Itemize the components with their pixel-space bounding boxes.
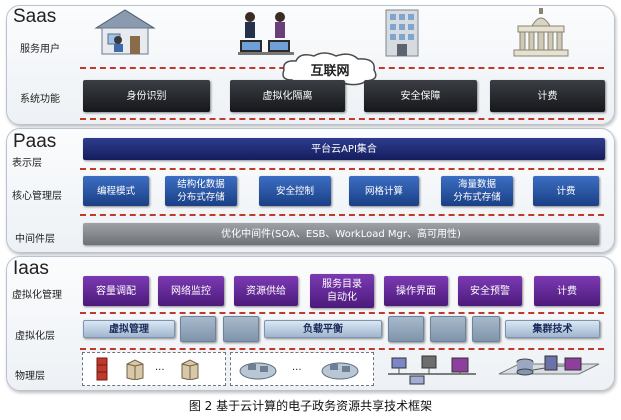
saas-divider-bottom <box>80 118 604 120</box>
storage-network-icon <box>498 355 600 376</box>
vm-billing: 计费 <box>534 276 600 306</box>
function-billing: 计费 <box>490 80 605 112</box>
vm-operation-interface: 操作界面 <box>384 276 448 306</box>
virtual-management-bar: 虚拟管理 <box>83 320 175 338</box>
virtual-block-1 <box>180 316 216 342</box>
virtual-block-2 <box>223 316 259 342</box>
iaas-divider-1 <box>80 312 604 314</box>
virtualization-management-label: 虚拟化管理 <box>12 290 62 301</box>
vm-security-warning: 安全预警 <box>458 276 522 306</box>
saas-title: Saas <box>13 6 57 27</box>
servers-ellipsis: ... <box>155 362 165 373</box>
core-structured-storage: 结构化数据 分布式存储 <box>165 176 237 206</box>
core-security-control: 安全控制 <box>259 176 331 206</box>
internet-label: 互联网 <box>310 64 350 79</box>
system-functions-label: 系统功能 <box>20 94 60 105</box>
network-ellipsis: ... <box>292 362 302 373</box>
iaas-title: Iaas <box>13 258 49 279</box>
virtual-block-3 <box>388 316 424 342</box>
core-billing: 计费 <box>533 176 599 206</box>
virtual-block-4 <box>430 316 466 342</box>
cluster-technology-bar: 集群技术 <box>505 320 600 338</box>
lan-network-icon <box>388 355 476 385</box>
load-balancing-bar: 负载平衡 <box>264 320 382 338</box>
function-identity: 身份识别 <box>83 80 210 112</box>
vm-capacity-allocation: 容量调配 <box>83 276 149 306</box>
physical-layer-label: 物理层 <box>15 371 45 382</box>
network-device-icon <box>239 362 277 380</box>
api-collection-bar: 平台云API集合 <box>83 138 605 160</box>
firewall-icon <box>96 357 108 381</box>
core-management-label: 核心管理层 <box>12 191 62 202</box>
service-users-label: 服务用户 <box>20 44 60 55</box>
house-icon <box>94 9 156 55</box>
virtualization-layer-label: 虚拟化层 <box>15 331 55 342</box>
vm-service-catalog: 服务目录 自动化 <box>310 274 374 308</box>
people-computers-icon <box>238 12 294 55</box>
core-massive-storage: 海量数据 分布式存储 <box>441 176 513 206</box>
figure-caption: 图 2 基于云计算的电子政务资源共享技术框架 <box>188 399 433 413</box>
function-security: 安全保障 <box>364 80 477 112</box>
vm-resource-supply: 资源供给 <box>234 276 298 306</box>
presentation-layer-label: 表示层 <box>12 158 42 169</box>
middleware-layer-label: 中间件层 <box>15 234 55 245</box>
server-box-icon-2 <box>181 359 199 380</box>
server-box-icon <box>126 359 144 380</box>
paas-title: Paas <box>13 131 57 152</box>
paas-divider-1 <box>80 168 604 170</box>
core-programming-model: 编程模式 <box>83 176 149 206</box>
office-building-icon <box>385 9 419 57</box>
vm-network-monitoring: 网络监控 <box>158 276 224 306</box>
paas-divider-2 <box>80 214 604 216</box>
middleware-bar: 优化中间件(SOA、ESB、WorkLoad Mgr、高可用性) <box>83 223 599 245</box>
core-grid-computing: 网格计算 <box>349 176 419 206</box>
function-virtual-isolation: 虚拟化隔离 <box>230 80 345 112</box>
network-device-icon-2 <box>321 362 359 380</box>
iaas-divider-2 <box>80 348 604 350</box>
government-building-icon <box>513 8 569 57</box>
virtual-block-5 <box>472 316 500 342</box>
